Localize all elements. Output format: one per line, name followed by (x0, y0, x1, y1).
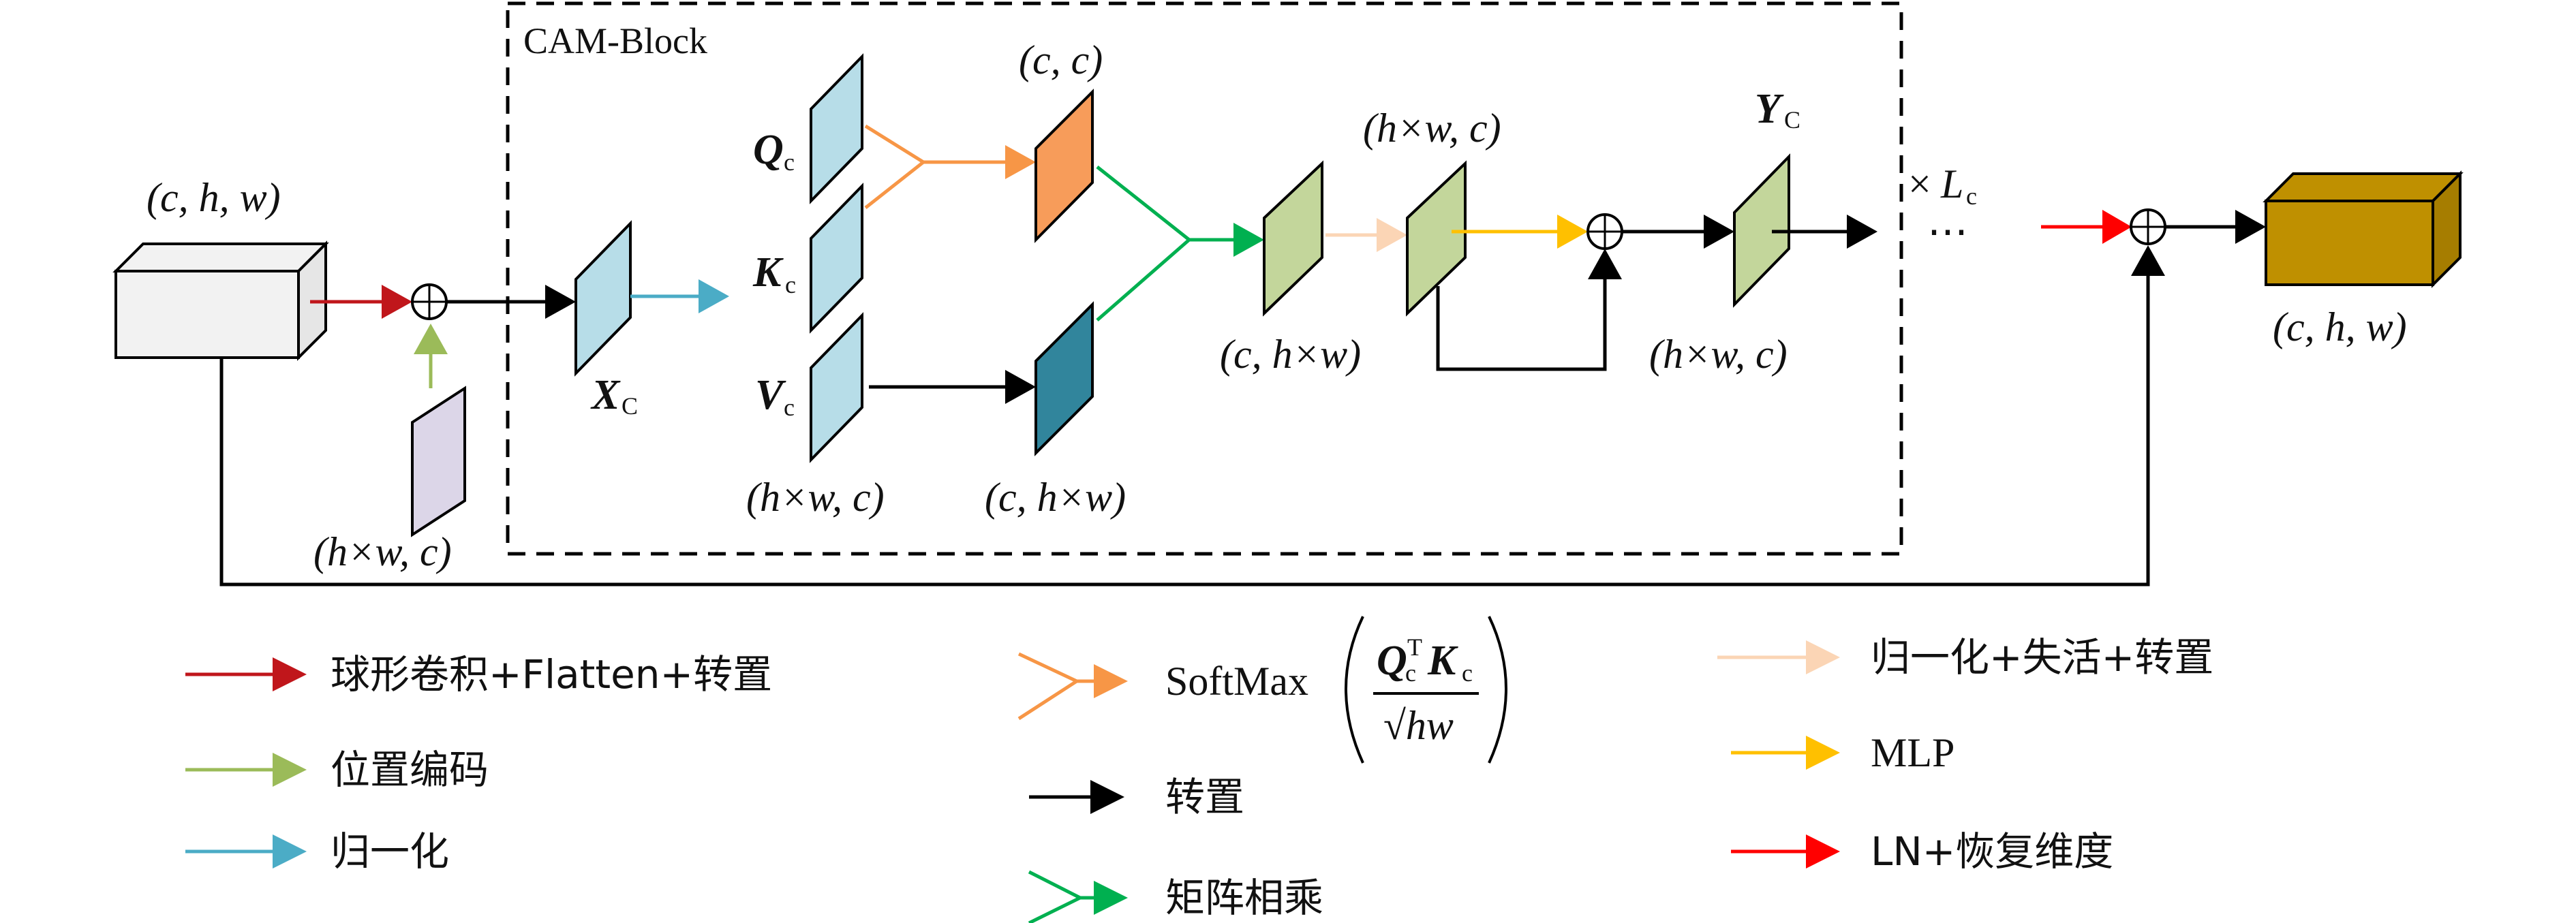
to-x-arrowhead (545, 285, 576, 319)
k-plane (810, 183, 863, 334)
legend-ln-label: LN+恢复维度 (1871, 828, 2113, 875)
y-c-subscript: C (1784, 106, 1800, 134)
pos-embed-plane (411, 386, 466, 537)
legend-softmax-num-k: K (1427, 638, 1458, 684)
legend-softmax-arrowhead (1094, 664, 1128, 698)
legend-ln-arrowhead (1806, 834, 1840, 869)
legend-softmax-num-k-sub: c (1462, 659, 1473, 687)
legend-softmax-fork (1017, 652, 1081, 721)
softmax-fork (864, 124, 927, 209)
cam-block-title: CAM-Block (523, 20, 707, 61)
residual-arrowhead (1588, 249, 1622, 279)
cam-block-frame (506, 1, 1903, 556)
attn-map-plane (1034, 89, 1094, 243)
pos-embed-dim-label: (h×w, c) (313, 529, 452, 574)
legend-softmax-den: √hw (1383, 703, 1454, 748)
legend-conv-label: 球形卷积+Flatten+转置 (331, 651, 772, 698)
legend-transpose-arrowhead (1090, 780, 1124, 814)
input-dim-label: (c, h, w) (147, 175, 281, 220)
legend-transpose-label: 转置 (1165, 774, 1244, 820)
x-c-subscript: C (622, 392, 638, 420)
legend-mlp-label: MLP (1871, 730, 1954, 775)
legend-norm-label: 归一化 (331, 828, 449, 875)
q-symbol: Q (753, 127, 784, 173)
legend-matmul-fork (1028, 870, 1084, 923)
y-out-dim-label: (h×w, c) (1649, 332, 1788, 377)
matmul-out-dim-label: (c, h×w) (1220, 332, 1361, 377)
qkv-dim-label: (h×w, c) (746, 475, 885, 520)
v-plane (810, 312, 863, 463)
v-trans-plane (1034, 301, 1094, 456)
input-feature-cube (112, 240, 329, 361)
matmul-arrowhead (1233, 223, 1264, 257)
norm-arrowhead (699, 279, 729, 313)
y-c-symbol: Y (1755, 86, 1784, 132)
mlp-arrowhead (1557, 215, 1588, 249)
v-symbol: V (755, 372, 786, 418)
legend-pos-label: 位置编码 (331, 747, 489, 793)
legend-softmax-num-q-sub: c (1405, 659, 1416, 687)
x-c-symbol: X (590, 372, 621, 418)
conv-arrowhead (382, 285, 412, 319)
pos-arrowhead (414, 324, 448, 354)
ellipsis: ⋯ (1927, 209, 1968, 254)
attn-map-dim-label: (c, c) (1019, 37, 1103, 82)
legend-pos-arrowhead (273, 753, 307, 787)
matmul-out-plane (1263, 160, 1323, 317)
softmax-arrowhead (1005, 145, 1036, 179)
repeat-var: L (1940, 161, 1963, 206)
norm-out-dim-label: (h×w, c) (1363, 106, 1501, 151)
to-y-arrowhead (1704, 215, 1734, 249)
v-subscript: c (784, 394, 795, 421)
q-subscript: c (784, 148, 795, 176)
v-transpose-arrowhead (1005, 370, 1036, 404)
y-c-plane (1733, 153, 1790, 308)
legend-softmax-label: SoftMax (1165, 659, 1308, 704)
legend-matmul-arrowhead (1094, 881, 1128, 915)
legend-softmax-lparen (1345, 616, 1364, 764)
sum-node-1 (411, 283, 448, 320)
global-skip (219, 276, 2150, 586)
legend-norm-act-label: 归一化+失活+转置 (1871, 634, 2213, 680)
sum-node-2 (1586, 213, 1623, 250)
sum-node-3 (2130, 208, 2166, 245)
legend-matmul-label: 矩阵相乘 (1165, 875, 1323, 921)
q-plane (810, 53, 863, 204)
legend-norm-arrowhead (273, 834, 307, 869)
residual-loop (1436, 279, 1607, 371)
norm-out-plane (1406, 160, 1467, 317)
legend-softmax-num-q-sup: T (1407, 633, 1422, 661)
k-subscript: c (785, 271, 796, 298)
norm-act-arrowhead (1377, 218, 1407, 252)
repeat-prefix: × (1908, 161, 1931, 206)
k-symbol: K (752, 249, 784, 296)
x-c-plane (574, 220, 632, 377)
output-feature-cube (2263, 170, 2464, 288)
output-dim-label: (c, h, w) (2273, 304, 2407, 349)
v-trans-dim-label: (c, h×w) (985, 475, 1126, 520)
repeat-sub: c (1966, 183, 1977, 210)
legend-softmax-num-q: Q (1377, 638, 1407, 684)
legend-mlp-arrowhead (1806, 736, 1840, 770)
global-skip-arrowhead (2131, 245, 2165, 276)
to-output-arrowhead (2235, 210, 2266, 244)
legend-softmax-rparen (1488, 616, 1507, 764)
legend-conv-arrowhead (273, 657, 307, 691)
matmul-fork (1096, 166, 1192, 322)
ln-arrowhead (2102, 210, 2132, 244)
legend-norm-act-arrowhead (1806, 640, 1840, 674)
y-out-arrowhead (1847, 215, 1877, 249)
